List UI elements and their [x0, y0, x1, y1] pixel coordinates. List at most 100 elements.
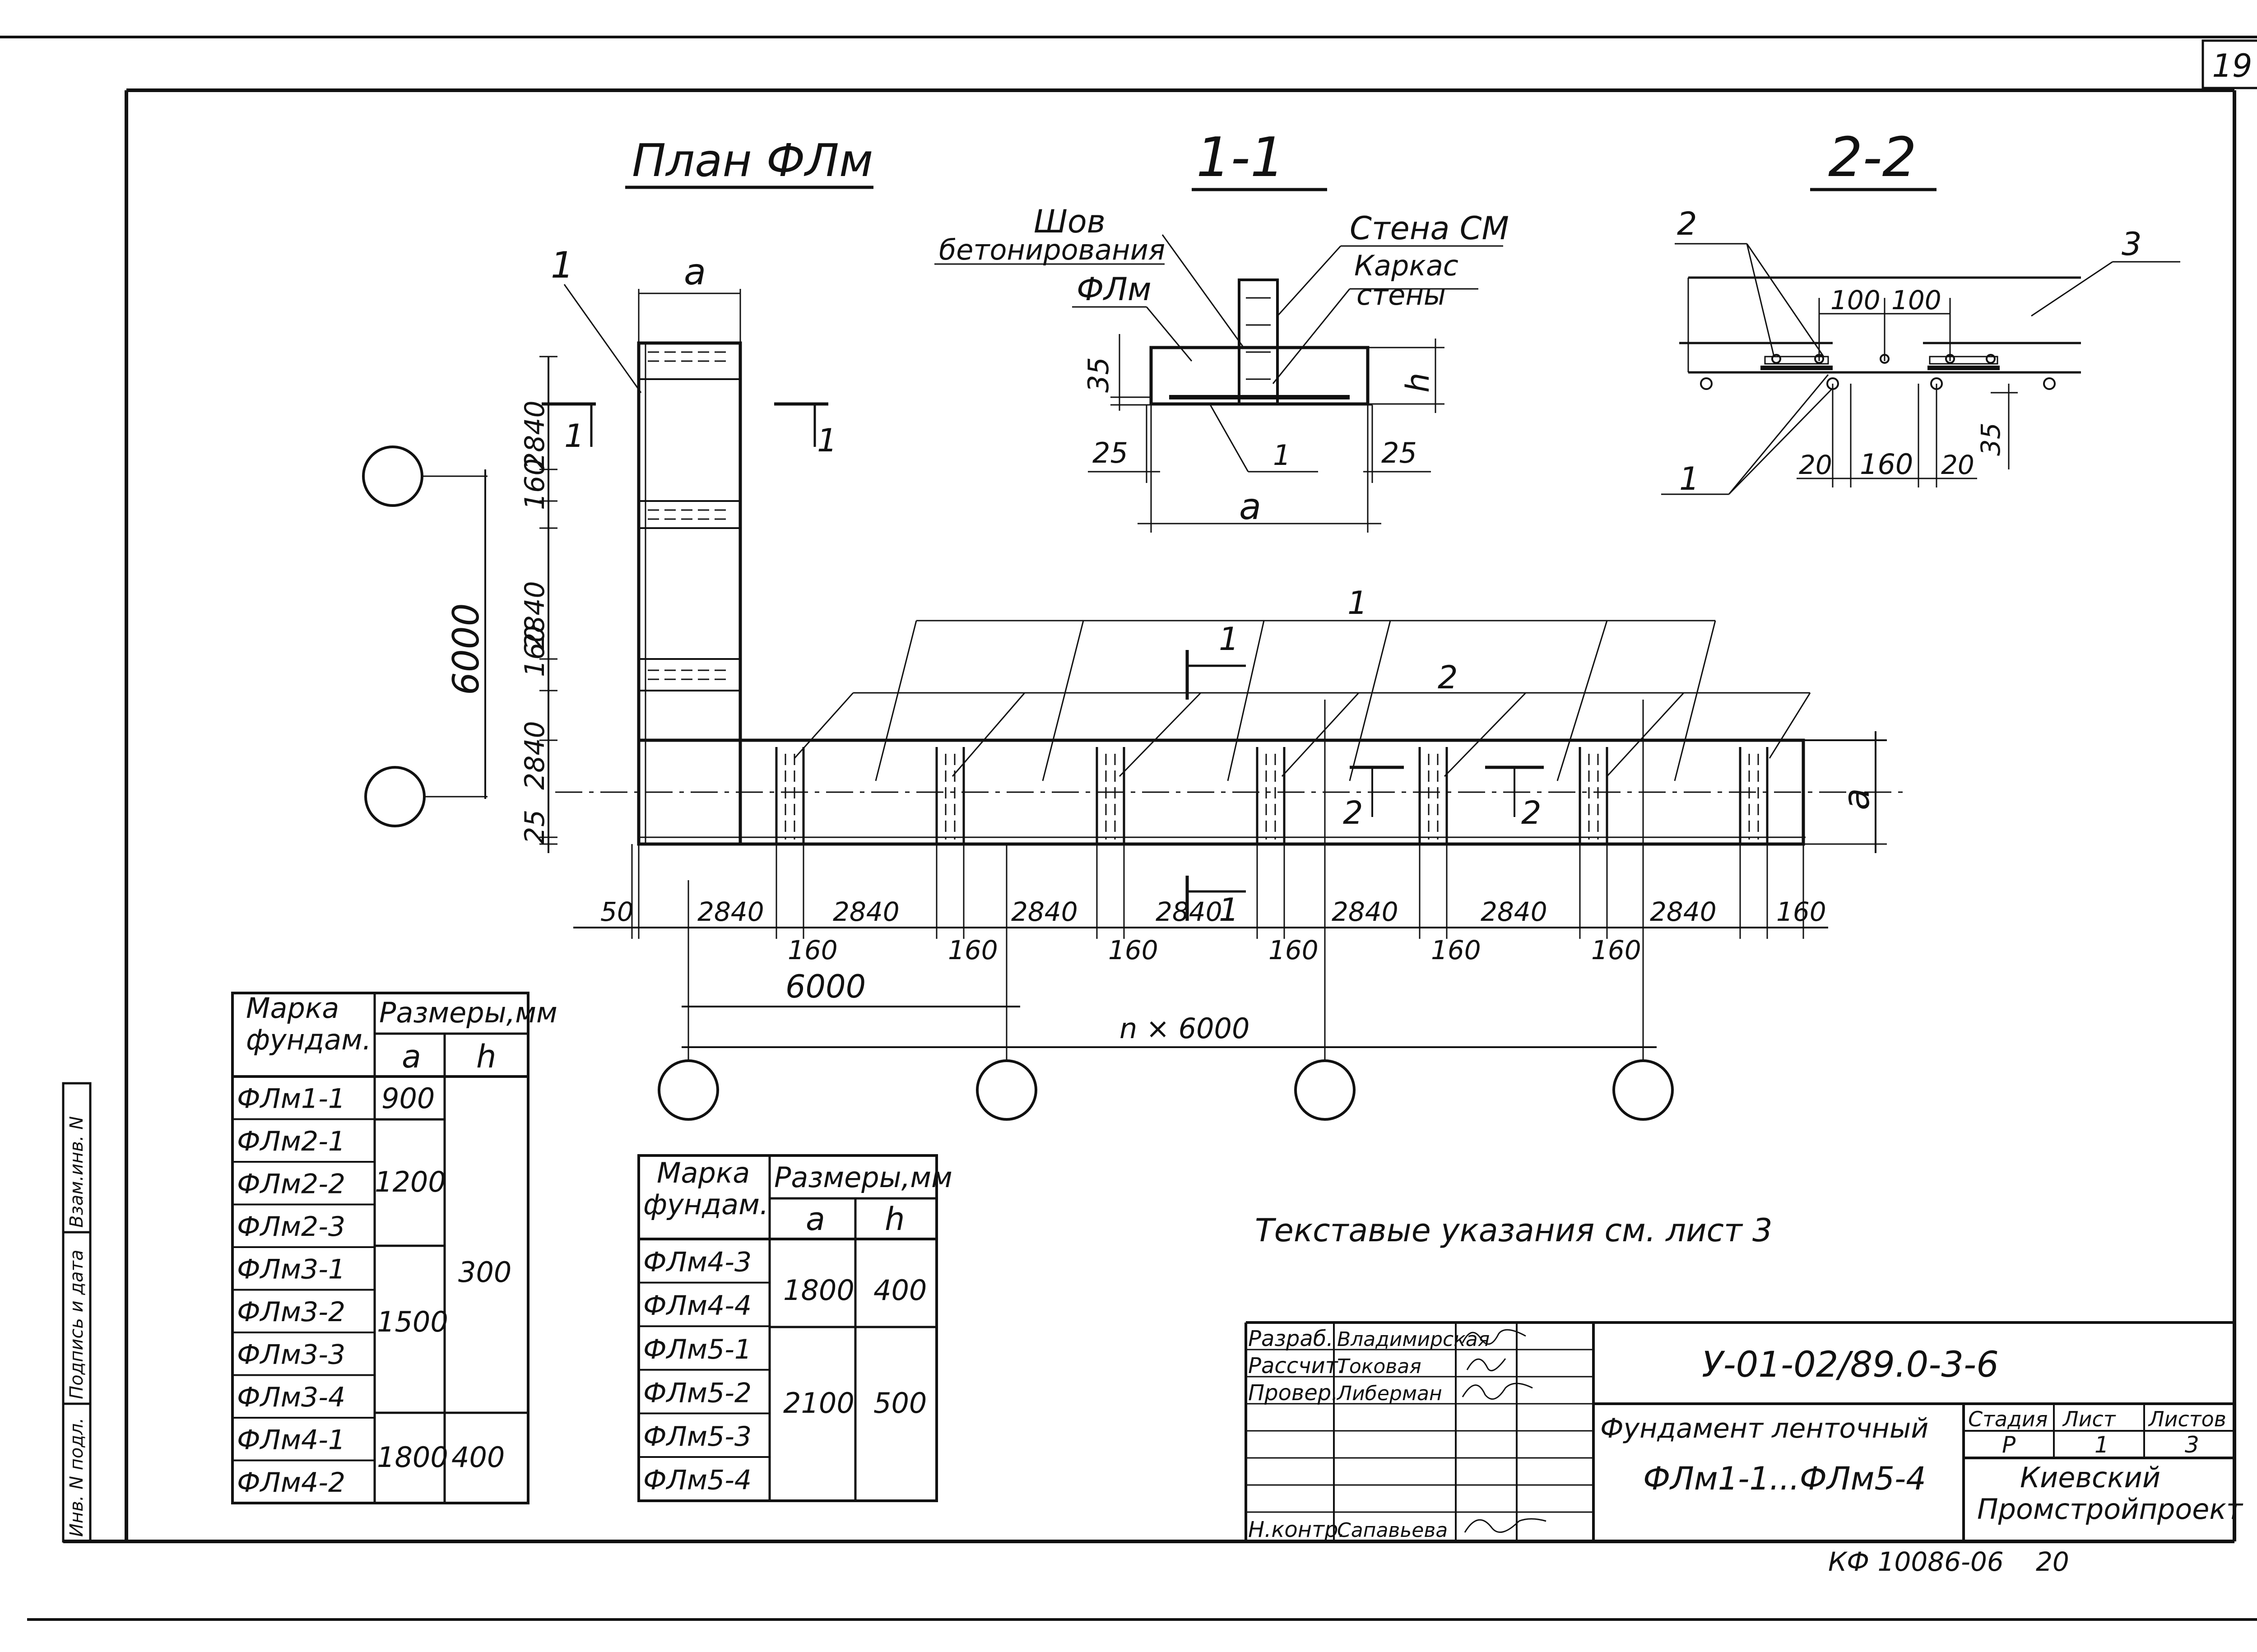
- table2-mark-h2: фундам.: [643, 1188, 769, 1221]
- plan-horizontal-dim: 2840: [697, 896, 764, 927]
- plan-vertical-strip: [637, 341, 742, 846]
- plan-pos1-leader: 1: [1347, 585, 1368, 622]
- tb-name-3: Сапавьева: [1337, 1519, 1448, 1542]
- section22-pos1: 1: [1679, 460, 1700, 497]
- section22-dim-20b: 20: [1941, 450, 1974, 480]
- tb-stage: Р: [2002, 1432, 2016, 1458]
- table1-a-header: a: [402, 1038, 421, 1075]
- table1-h-1: 400: [451, 1441, 505, 1474]
- plan-horizontal-dim: 160: [1776, 896, 1826, 927]
- plan-horizontal-dim: 2840: [1156, 896, 1222, 927]
- tb-name-1: Токовая: [1337, 1355, 1421, 1378]
- signature-2: [1466, 1358, 1506, 1372]
- plan-title: План ФЛм: [632, 134, 873, 187]
- axis-circle: [1612, 1059, 1674, 1121]
- plan-horizontal-dim: 50: [600, 896, 634, 927]
- section-1-1: 1-1 Шов бетонирования Стена СМ Каркас ст…: [934, 126, 1509, 533]
- plan-horizontal-subdim: 160: [1268, 935, 1319, 965]
- plan-horizontal-subdim: 160: [948, 935, 998, 965]
- plan-width-top: a: [684, 251, 706, 293]
- plan-horizontal-subdim: 160: [1108, 935, 1158, 965]
- svg-text:2: 2: [1521, 794, 1542, 831]
- table2-a-1: 2100: [783, 1387, 855, 1420]
- section22-dim-100b: 100: [1891, 285, 1941, 316]
- table1-h-header: h: [476, 1038, 496, 1075]
- plan-span-total: n × 6000: [1119, 1012, 1249, 1045]
- table1-a-2: 1500: [377, 1305, 448, 1338]
- table1-mark-h2: фундам.: [246, 1023, 372, 1056]
- joint: [775, 747, 805, 844]
- tb-sheets: 3: [2185, 1432, 2199, 1458]
- tb-sheet-h: Лист: [2062, 1407, 2116, 1431]
- plan-horizontal-subdim: 160: [1591, 935, 1641, 965]
- tb-sheet: 1: [2094, 1432, 2109, 1458]
- bottom-number: 20: [2036, 1546, 2069, 1577]
- table2-mark: ФЛм4-4: [643, 1290, 752, 1322]
- plan-view: План ФЛм a: [362, 134, 1909, 1121]
- svg-text:1: 1: [564, 418, 585, 455]
- plan-vertical-dim: 2840: [519, 721, 551, 790]
- axis-circle: [364, 766, 426, 827]
- table1: Марка фундам. Размеры,мм a h ФЛм1-1ФЛм2-…: [231, 992, 557, 1504]
- table2-mark: ФЛм5-3: [643, 1421, 752, 1452]
- side-stamp-replace: Взам.инв. N: [66, 1116, 87, 1228]
- axis-circle: [1294, 1059, 1356, 1121]
- table1-mark: ФЛм4-1: [237, 1425, 345, 1456]
- tb-org1: Киевский: [2020, 1461, 2160, 1494]
- section11-dim-35: 35: [1082, 357, 1115, 393]
- plan-vertical-dim: 160: [519, 458, 551, 510]
- table1-mark: ФЛм3-1: [237, 1254, 345, 1285]
- table2-h-1: 500: [873, 1387, 927, 1420]
- joint: [935, 747, 965, 844]
- side-stamp-sign: Подпись и дата: [66, 1250, 87, 1399]
- svg-text:1: 1: [1219, 621, 1239, 658]
- plan-horizontal-joints: [775, 747, 1769, 844]
- table1-sizes-header: Размеры,мм: [379, 996, 557, 1029]
- table2-a-0: 1800: [783, 1274, 855, 1307]
- table2-mark: ФЛм4-3: [643, 1247, 752, 1278]
- section11-frame-1: Каркас: [1354, 249, 1458, 282]
- tb-sheets-h: Листов: [2148, 1407, 2226, 1431]
- table2-mark: ФЛм5-2: [643, 1377, 752, 1409]
- plan-leaders: 1 2: [794, 585, 1811, 781]
- table1-a-0: 900: [381, 1082, 435, 1115]
- section22-dim-160: 160: [1860, 448, 1913, 481]
- bottom-code: КФ 10086-06: [1828, 1546, 2004, 1577]
- tb-title1: Фундамент ленточный: [1600, 1413, 1928, 1444]
- section11-flm-label: ФЛм: [1077, 271, 1152, 308]
- tb-code: У-01-02/89.0-3-6: [1702, 1345, 1999, 1385]
- plan-horizontal-dim: 2840: [1481, 896, 1547, 927]
- axis-circle: [976, 1059, 1037, 1121]
- table2-mark: ФЛм5-1: [643, 1334, 752, 1365]
- table1-mark: ФЛм3-2: [237, 1296, 345, 1328]
- plan-horizontal-subdim: 160: [788, 935, 838, 965]
- plan-horizontal-dim: 2840: [833, 896, 900, 927]
- plan-span: 6000: [785, 968, 866, 1005]
- table1-mark-h1: Марка: [246, 992, 339, 1025]
- note-text: Текставые указания см. лист 3: [1255, 1212, 1773, 1249]
- page-number-box: [2201, 39, 2257, 89]
- section22-pos3: 3: [2122, 226, 2142, 263]
- section11-wall-label: Стена СМ: [1350, 210, 1509, 247]
- svg-text:1: 1: [1219, 891, 1239, 928]
- plan-vertical-dim: 25: [519, 810, 551, 844]
- signature-1: [1462, 1329, 1526, 1345]
- page-number: 19: [2212, 47, 2252, 84]
- table1-mark: ФЛм3-4: [237, 1382, 345, 1413]
- svg-text:1: 1: [817, 422, 837, 459]
- section11-dim-a: a: [1239, 486, 1261, 528]
- joint: [1418, 747, 1448, 844]
- table2-sizes-header: Размеры,мм: [774, 1161, 952, 1194]
- joint: [1256, 747, 1286, 844]
- section11-dim-25-right: 25: [1381, 436, 1417, 469]
- section22-pos2: 2: [1677, 205, 1697, 242]
- joint: [1579, 747, 1608, 844]
- plan-pos1-top: 1: [551, 244, 574, 286]
- section-1-marker-vertical: 1 1 1: [542, 244, 837, 459]
- tb-role-2: Провер.: [1248, 1380, 1338, 1406]
- table2-a-header: a: [806, 1201, 825, 1238]
- tb-name-0: Владимирская: [1337, 1328, 1490, 1351]
- section22-title: 2-2: [1828, 126, 1917, 189]
- section-2-2: 2-2 2 3 1 100 100: [1661, 126, 2180, 497]
